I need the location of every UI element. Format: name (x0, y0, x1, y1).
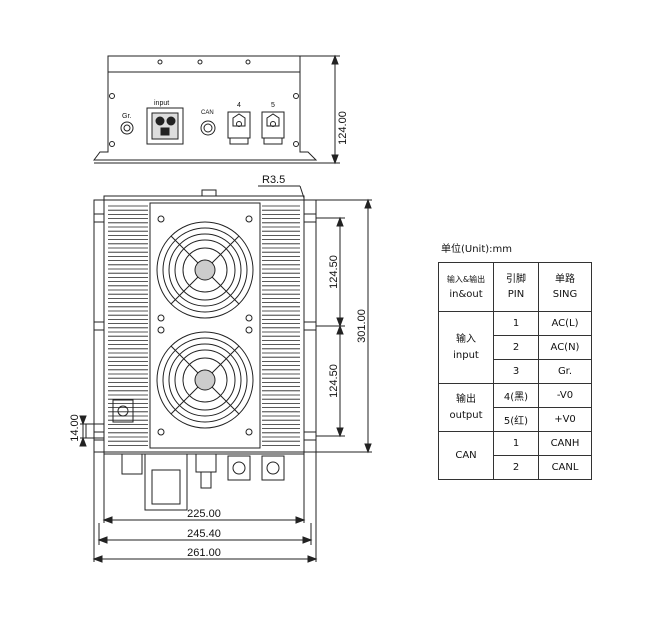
terminal-4 (227, 111, 251, 139)
group-output-zh: 输出 (456, 393, 476, 405)
dim-width-inner: 225.00 (187, 508, 221, 520)
label-pin4: 4 (237, 102, 241, 109)
header-inout-en: in&out (449, 289, 483, 300)
heatsink-fins (108, 205, 300, 446)
signal-cell: AC(N) (538, 335, 592, 360)
header-pin: 引脚 PIN (493, 262, 539, 312)
input-plug (144, 453, 188, 511)
pin-cell: 2 (493, 335, 539, 360)
dim-total-height: 301.00 (356, 309, 368, 343)
pin-cell: 2 (493, 455, 539, 480)
fan-lower (156, 331, 254, 429)
group-can: CAN (438, 431, 494, 480)
header-pin-zh: 引脚 (506, 274, 526, 285)
group-can-zh: CAN (455, 449, 477, 461)
signal-cell: AC(L) (538, 311, 592, 336)
pin-cell: 1 (493, 311, 539, 336)
unit-label: 单位(Unit):mm (441, 244, 513, 255)
dim-width-total: 261.00 (187, 547, 221, 559)
ground-stud (200, 471, 212, 489)
pin-cell: 5(红) (493, 407, 539, 432)
can-plug (121, 453, 143, 475)
signal-cell: CANH (538, 431, 592, 456)
can-connector (200, 120, 216, 136)
header-pin-en: PIN (507, 289, 525, 300)
terminal-5 (261, 111, 285, 139)
ground-terminal (120, 121, 134, 135)
signal-cell: -V0 (538, 383, 592, 408)
output-terminal-4 (227, 455, 251, 481)
label-pin5: 5 (271, 102, 275, 109)
dim-side-offset: 14.00 (69, 414, 81, 442)
pin-cell: 4(黑) (493, 383, 539, 408)
label-input: input (154, 100, 169, 107)
main-view (79, 185, 372, 563)
group-input: 输入 input (438, 311, 494, 384)
header-inout: 输入&输出 in&out (438, 262, 494, 312)
dim-width-mid: 245.40 (187, 528, 221, 540)
signal-cell: +V0 (538, 407, 592, 432)
dim-corner-radius: R3.5 (262, 174, 285, 186)
dim-spacing-lower: 124.50 (328, 364, 340, 398)
end-view (93, 54, 340, 165)
signal-cell: CANL (538, 455, 592, 480)
header-sing-en: SING (552, 289, 578, 300)
header-sing: 单路 SING (538, 262, 592, 312)
label-can: CAN (201, 110, 214, 116)
signal-cell: Gr. (538, 359, 592, 384)
pin-table: 输入&输出 in&out 引脚 PIN 单路 SING 输入 input 1 A… (438, 262, 592, 480)
header-inout-zh: 输入&输出 (446, 275, 486, 284)
input-connector (146, 107, 184, 145)
dim-spacing-upper: 124.50 (328, 255, 340, 289)
ground-lug (112, 399, 134, 423)
group-input-zh: 输入 (456, 333, 476, 345)
output-terminal-5 (261, 455, 285, 481)
pin-cell: 1 (493, 431, 539, 456)
group-input-en: input (453, 349, 479, 361)
group-output: 输出 output (438, 383, 494, 432)
header-sing-zh: 单路 (555, 274, 575, 285)
label-ground: Gr. (122, 113, 131, 120)
group-output-en: output (449, 409, 483, 421)
main-housing (103, 195, 305, 455)
dim-height-top: 124.00 (337, 111, 349, 145)
pin-cell: 3 (493, 359, 539, 384)
fan-upper (156, 221, 254, 319)
fan-panel (149, 202, 261, 449)
